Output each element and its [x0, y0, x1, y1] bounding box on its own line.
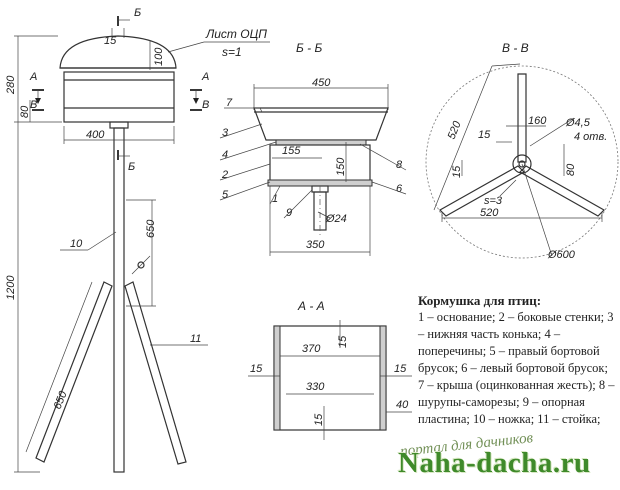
dim-15-aa-top: 15: [337, 335, 349, 348]
dim-330: 330: [306, 381, 325, 393]
vv-arm-right: [519, 165, 605, 217]
part-10-label: 10: [70, 238, 83, 250]
dim-350: 350: [306, 239, 325, 251]
part-4-label: 4: [222, 149, 228, 161]
bb-roof: [253, 107, 389, 141]
section-mark-v-left: В: [30, 99, 37, 111]
dim-15-vv-a: 15: [478, 129, 491, 141]
aa-frame: [273, 325, 387, 431]
sheet-label: Лист ОЦП: [205, 27, 267, 41]
section-mark-b-top: Б: [134, 7, 141, 19]
dim-15-top: 15: [104, 35, 117, 47]
dim-150: 150: [335, 157, 347, 176]
dim-370: 370: [302, 343, 321, 355]
main-view: А А В В Б Б 15 100 Лист ОЦП s=1 280: [5, 7, 270, 473]
dim-4-holes: 4 отв.: [574, 131, 607, 143]
section-mark-a-right: А: [201, 71, 209, 83]
dim-15-aa-bottom: 15: [313, 413, 325, 426]
section-mark-a-left: А: [29, 71, 37, 83]
dim-520: 520: [480, 207, 499, 219]
section-aa-title: А - А: [297, 299, 325, 313]
legend-body: 1 – основание; 2 – боковые стенки; 3 – н…: [418, 310, 615, 426]
legend-title: Кормушка для птиц:: [418, 293, 542, 308]
section-bb-title: Б - Б: [296, 41, 322, 55]
stand-leg-left: [35, 281, 113, 463]
section-aa: А - А 370 15 15 15 330 40 15: [248, 299, 412, 440]
dim-400: 400: [86, 129, 105, 141]
dim-650-pole: 650: [145, 219, 157, 238]
sheet-thickness: s=1: [222, 45, 242, 59]
part-5-label: 5: [222, 189, 229, 201]
dim-d24: Ø24: [325, 213, 347, 225]
stand-leg-right: [124, 281, 187, 465]
section-bb: Б - Б 450 155 150 350 Ø24 7: [219, 41, 407, 256]
dim-s3: s=3: [484, 195, 503, 207]
vv-circle: [425, 65, 619, 259]
dim-15-aa-right: 15: [394, 363, 407, 375]
dim-40: 40: [396, 399, 409, 411]
pole-leg: [113, 127, 125, 473]
roof-dome: [59, 35, 177, 69]
part-1-label: 1: [272, 193, 278, 205]
part-2-label: 2: [221, 169, 228, 181]
watermark-site: Naha-dacha.ru: [398, 447, 591, 479]
part-3-label: 3: [222, 127, 229, 139]
dim-650-leg: 650: [52, 389, 70, 411]
part-11-label: 11: [190, 333, 201, 345]
section-vv-title: В - В: [502, 41, 529, 55]
dim-80: 80: [19, 105, 31, 118]
dim-80-vv: 80: [565, 163, 577, 176]
dim-15-aa-left: 15: [250, 363, 263, 375]
section-mark-v-right: В: [202, 99, 209, 111]
vv-arm-top: [517, 73, 527, 163]
part-7-label: 7: [226, 97, 233, 109]
dim-15-vv-b: 15: [451, 165, 463, 178]
dim-d600: Ø600: [547, 249, 576, 261]
dim-d4-5: Ø4,5: [565, 117, 591, 129]
section-mark-b-bottom: Б: [128, 161, 135, 173]
dim-1200: 1200: [5, 275, 17, 300]
dim-520-slant: 520: [446, 119, 464, 141]
legend: Кормушка для птиц: 1 – основание; 2 – бо…: [418, 292, 616, 428]
dim-280: 280: [5, 75, 17, 95]
dim-100: 100: [153, 47, 165, 66]
part-6-label: 6: [396, 183, 403, 195]
dim-155: 155: [282, 145, 301, 157]
dim-450: 450: [312, 77, 331, 89]
dim-160: 160: [528, 115, 547, 127]
part-8-label: 8: [396, 159, 403, 171]
section-vv: В - В 520 160 Ø4,5 4 отв. 15 15 80 s=3: [425, 41, 619, 261]
